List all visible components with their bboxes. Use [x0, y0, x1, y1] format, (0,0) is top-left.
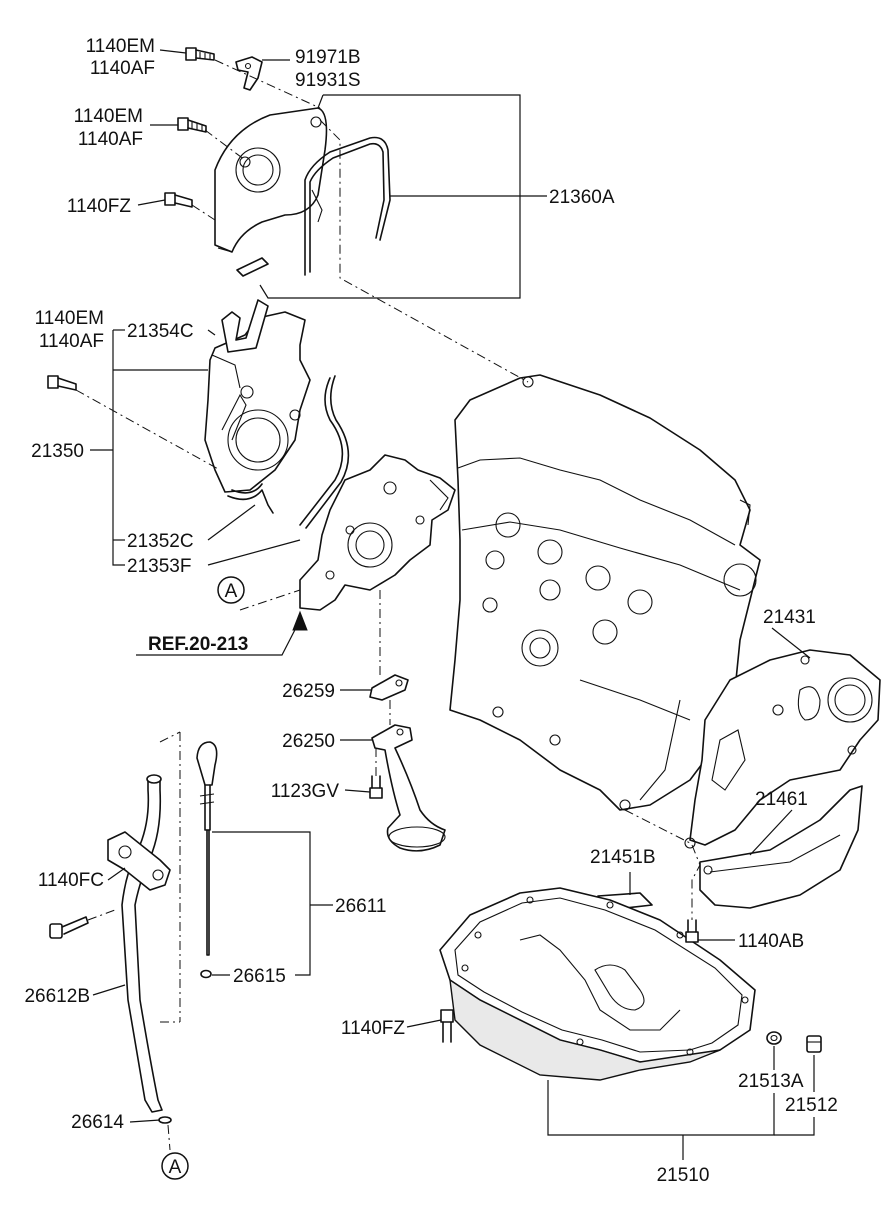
- label-21360a[interactable]: 21360A: [549, 187, 615, 208]
- label-21350[interactable]: 21350: [31, 441, 84, 462]
- label-91931s[interactable]: 91931S: [295, 70, 361, 91]
- label-1140em-b[interactable]: 1140EM: [74, 106, 143, 127]
- callout-a-bottom-text: A: [169, 1157, 182, 1178]
- label-1140af-c[interactable]: 1140AF: [39, 331, 104, 352]
- bolt-1140fz-upper[interactable]: [164, 192, 193, 208]
- label-21513a[interactable]: 21513A: [738, 1071, 804, 1092]
- label-1140fc[interactable]: 1140FC: [38, 870, 104, 891]
- label-1140em-a[interactable]: 1140EM: [86, 36, 155, 57]
- clip-91971b[interactable]: [235, 56, 263, 91]
- label-26615[interactable]: 26615: [233, 966, 286, 987]
- callout-circle-a-bottom[interactable]: A: [161, 1152, 189, 1180]
- rear-plate-21431[interactable]: [684, 649, 881, 849]
- callout-a-top-text: A: [225, 581, 238, 602]
- label-26612b[interactable]: 26612B: [24, 986, 90, 1007]
- label-1140fz-b[interactable]: 1140FZ: [341, 1018, 405, 1039]
- label-21510[interactable]: 21510: [657, 1165, 710, 1186]
- drain-plug-21512[interactable]: [806, 1035, 822, 1053]
- gasket-21352c[interactable]: [227, 483, 274, 514]
- label-1140em-c[interactable]: 1140EM: [35, 308, 104, 329]
- reference-arrow: [292, 610, 308, 631]
- bolt-1140em-mid[interactable]: [177, 117, 207, 133]
- bolt-1123gv[interactable]: [369, 775, 383, 799]
- guide-tube-26612b[interactable]: [107, 774, 171, 1113]
- label-21352c[interactable]: 21352C: [127, 531, 194, 552]
- bracket-21354c[interactable]: [221, 299, 269, 353]
- label-26614[interactable]: 26614: [71, 1112, 124, 1133]
- label-21353f[interactable]: 21353F: [127, 556, 191, 577]
- label-21354c[interactable]: 21354C: [127, 321, 194, 342]
- label-1140ab[interactable]: 1140AB: [738, 931, 804, 952]
- o-ring-26614[interactable]: [158, 1116, 172, 1124]
- label-26611[interactable]: 26611: [335, 896, 386, 917]
- label-1140af-b[interactable]: 1140AF: [78, 129, 143, 150]
- cover-gasket[interactable]: [304, 136, 391, 276]
- label-1123gv[interactable]: 1123GV: [271, 781, 340, 802]
- bolt-1140fz-lower[interactable]: [440, 1009, 454, 1043]
- dipstick-26611[interactable]: [196, 741, 218, 956]
- bolt-1140ab[interactable]: [685, 919, 699, 943]
- label-21431[interactable]: 21431: [763, 607, 816, 628]
- callout-circle-a-top[interactable]: A: [217, 576, 245, 604]
- seal-strip[interactable]: [236, 257, 269, 277]
- oil-pan-21510[interactable]: [439, 887, 756, 1081]
- gasket-21353f[interactable]: [299, 375, 350, 529]
- label-21461[interactable]: 21461: [755, 789, 808, 810]
- gasket-26259[interactable]: [369, 674, 409, 701]
- bolt-1140fc[interactable]: [49, 916, 89, 939]
- label-21451b[interactable]: 21451B: [590, 847, 656, 868]
- label-26250[interactable]: 26250: [282, 731, 335, 752]
- label-91971b[interactable]: 91971B: [295, 47, 361, 68]
- bolt-1140em-upper[interactable]: [185, 47, 215, 61]
- label-1140af-a[interactable]: 1140AF: [90, 58, 155, 79]
- label-1140fz-a[interactable]: 1140FZ: [67, 196, 131, 217]
- oil-pump[interactable]: [299, 454, 456, 611]
- o-ring-26615[interactable]: [200, 969, 212, 979]
- bolt-1140em-lower[interactable]: [47, 375, 77, 391]
- label-ref-20-213[interactable]: REF.20-213: [148, 634, 248, 655]
- gasket-21513a[interactable]: [766, 1031, 782, 1045]
- label-21512[interactable]: 21512: [785, 1095, 838, 1116]
- label-26259[interactable]: 26259: [282, 681, 335, 702]
- oil-strainer-26250[interactable]: [371, 724, 446, 852]
- cover-21461[interactable]: [699, 785, 863, 909]
- upper-timing-cover[interactable]: [214, 107, 328, 253]
